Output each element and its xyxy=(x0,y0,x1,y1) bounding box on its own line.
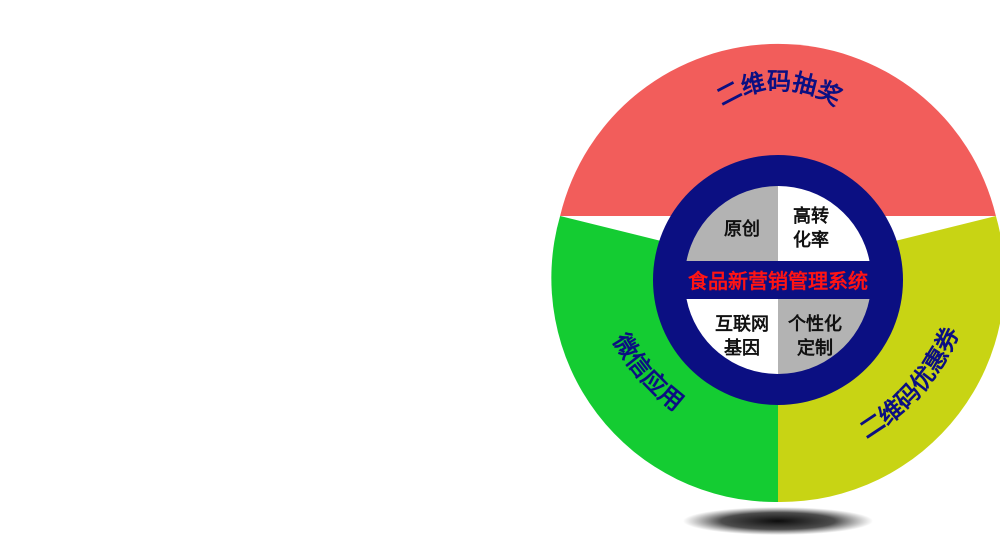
quadrant-label-internet-gene-2: 基因 xyxy=(723,337,760,359)
quadrant-original xyxy=(686,185,778,261)
quadrant-label-internet-gene-1: 互联网 xyxy=(715,314,769,335)
quadrant-label-customization-2: 定制 xyxy=(797,337,833,359)
quadrant-label-high-conversion-1: 高转 xyxy=(793,205,829,227)
center-title: 食品新营销管理系统 xyxy=(688,269,868,293)
quadrant-label-original: 原创 xyxy=(724,218,760,240)
quadrant-label-high-conversion-2: 化率 xyxy=(793,229,829,251)
quadrant-customization xyxy=(778,299,870,375)
quadrant-internet-gene xyxy=(686,299,778,375)
quadrant-label-customization-1: 个性化 xyxy=(787,313,842,335)
segment-qr-lottery xyxy=(560,43,996,216)
disc-shadow xyxy=(683,507,873,535)
quadrant-high-conversion xyxy=(778,185,870,261)
